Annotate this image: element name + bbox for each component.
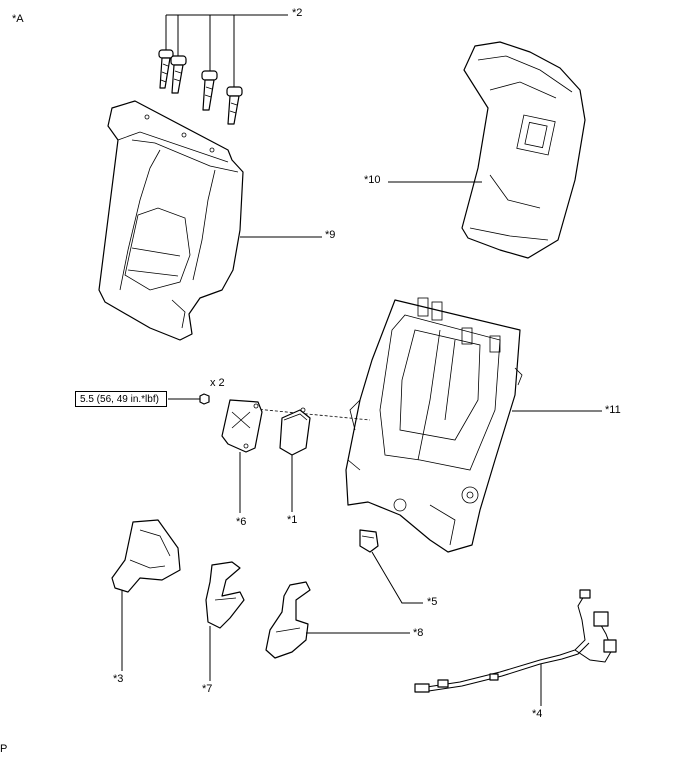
side-cover-3 [111,519,181,671]
headrest-support-pins [158,14,288,125]
wire-harness [414,589,617,706]
callout-10: *10 [364,174,381,186]
bracket [221,399,263,513]
callout-11: *11 [605,404,621,416]
side-cover-7 [205,561,245,681]
control-module [279,407,311,512]
callout-9: *9 [325,229,336,241]
callout-6: *6 [236,516,247,528]
connector-clip [359,529,423,604]
seatback-pad [388,41,586,259]
seatback-cover [98,100,322,341]
callout-2: *2 [292,7,303,19]
torque-spec-box: 5.5 (56, 49 in.*lbf) [75,391,167,407]
callout-5: *5 [427,596,438,608]
quantity-note: x 2 [210,377,225,389]
callout-8: *8 [413,627,424,639]
nut-fastener [168,393,371,421]
callout-7: *7 [202,683,213,695]
side-cover-8 [265,581,410,659]
callout-3: *3 [113,673,124,685]
callout-1: *1 [287,514,298,526]
corner-label: P [0,743,8,755]
seatback-frame [345,297,602,553]
view-label: *A [12,13,24,25]
callout-4: *4 [532,708,543,720]
